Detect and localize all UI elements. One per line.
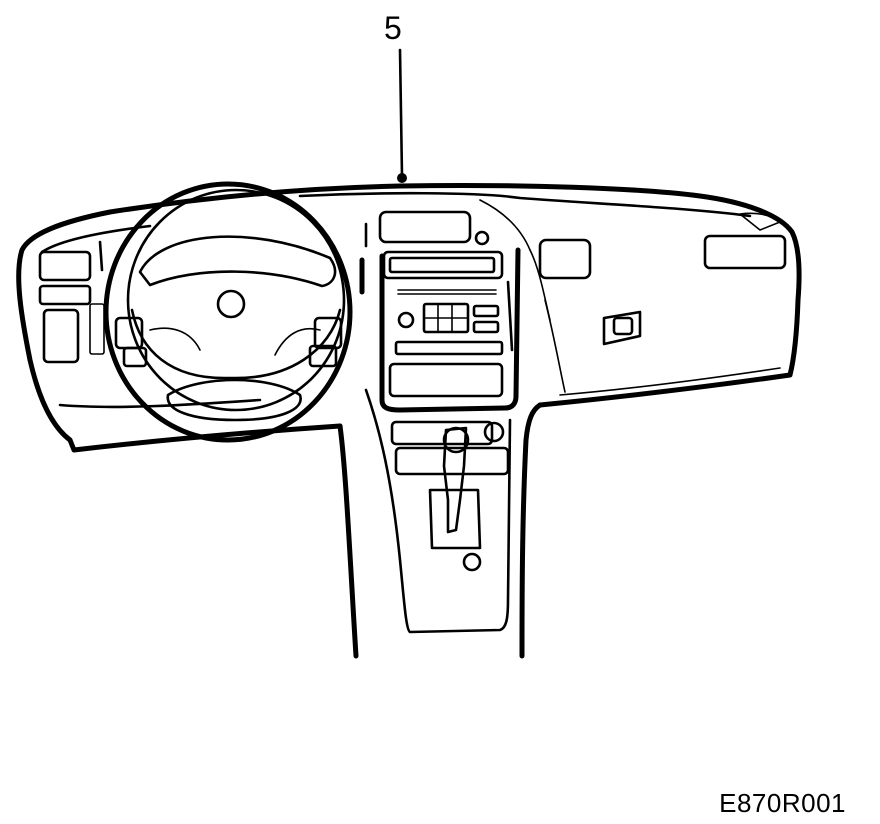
figure-code: E870R001 bbox=[719, 788, 846, 818]
glovebox bbox=[529, 249, 642, 346]
centre-vents bbox=[364, 210, 787, 280]
centre-console bbox=[359, 247, 521, 413]
floor-console bbox=[337, 388, 543, 659]
steering-wheel bbox=[103, 181, 353, 443]
callout-number-5: 5 bbox=[384, 10, 402, 46]
callout-leader bbox=[397, 48, 407, 183]
left-controls bbox=[38, 240, 105, 364]
